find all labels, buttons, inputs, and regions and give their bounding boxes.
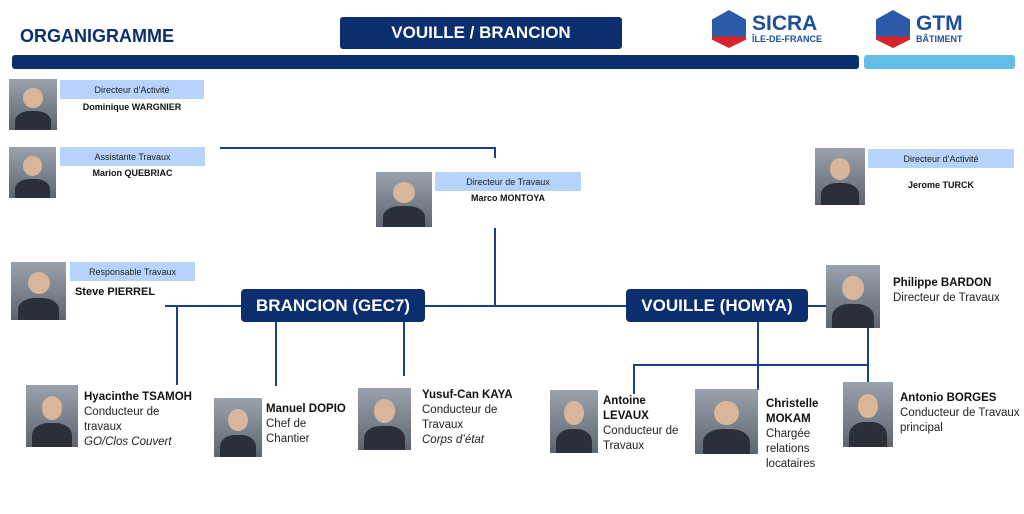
- logo-name: GTM: [916, 12, 963, 35]
- photo-wargnier: [9, 79, 57, 130]
- connector: [176, 305, 178, 385]
- connector: [633, 364, 869, 366]
- page-title: ORGANIGRAMME: [20, 26, 174, 46]
- person-name: Dominique WARGNIER: [82, 102, 182, 112]
- role-label: Directeur d’Activité: [60, 80, 204, 99]
- unit-vouille: VOUILLE (HOMYA): [626, 289, 808, 322]
- logo-sub: BÂTIMENT: [916, 34, 963, 44]
- role-label: Assistante Travaux: [60, 147, 205, 166]
- person-card: Antonio BORGES Conducteur de Travaux prin…: [900, 391, 1022, 436]
- photo-mokam: [695, 389, 758, 454]
- role-label: Responsable Travaux: [70, 262, 195, 281]
- person-name: Antonio BORGES: [900, 392, 997, 404]
- photo-turck: [815, 148, 865, 205]
- connector: [403, 320, 405, 376]
- photo-tsamoh: [26, 385, 78, 447]
- photo-bardon: [826, 265, 880, 328]
- header-bar-light: [864, 55, 1015, 69]
- person-name: Yusuf-Can KAYA: [422, 389, 513, 401]
- person-name: Marion QUEBRIAC: [92, 168, 173, 178]
- connector: [220, 147, 496, 149]
- person-name: Manuel DOPIO: [266, 403, 346, 415]
- sicra-hex-icon: [712, 10, 746, 48]
- person-title: Conducteur de Travaux principal: [900, 407, 1020, 434]
- person-name: Hyacinthe TSAMOH: [84, 391, 192, 403]
- person-name: Antoine LEVAUX: [603, 395, 649, 422]
- person-card: Christelle MOKAM Chargée relations locata…: [766, 397, 831, 472]
- person-card-bardon: Philippe BARDON Directeur de Travaux: [893, 276, 1018, 306]
- connector: [867, 328, 869, 383]
- project-banner: VOUILLE / BRANCION: [340, 17, 622, 49]
- unit-brancion: BRANCION (GEC7): [241, 289, 425, 322]
- person-note: Corps d’état: [422, 434, 485, 446]
- person-name: Philippe BARDON: [893, 277, 992, 289]
- gtm-hex-icon: [876, 10, 910, 48]
- person-name: Christelle MOKAM: [766, 398, 819, 425]
- photo-kaya: [358, 388, 411, 450]
- person-name: Steve PIERREL: [74, 286, 156, 298]
- photo-levaux: [550, 390, 598, 453]
- connector: [633, 364, 635, 394]
- person-card: Manuel DOPIO Chef de Chantier: [266, 402, 356, 447]
- person-title: Chargée relations locataires: [766, 428, 816, 470]
- person-name: Jerome TURCK: [907, 180, 974, 190]
- person-title: Chef de Chantier: [266, 418, 310, 445]
- person-card: Antoine LEVAUX Conducteur de Travaux: [603, 394, 688, 454]
- logo-name: SICRA: [752, 12, 818, 35]
- person-name: Marco MONTOYA: [470, 193, 546, 203]
- connector: [275, 320, 277, 386]
- role-label: Directeur d’Activité: [868, 149, 1014, 168]
- role-label: Directeur de Travaux: [435, 172, 581, 191]
- logo-sub: ÎLE-DE-FRANCE: [752, 34, 822, 44]
- person-title: Conducteur de Travaux: [603, 425, 679, 452]
- photo-borges: [843, 382, 893, 447]
- connector: [757, 320, 759, 390]
- connector: [165, 305, 826, 307]
- person-title: Conducteur de travaux: [84, 406, 160, 433]
- person-title: Directeur de Travaux: [893, 292, 1000, 304]
- photo-montoya: [376, 172, 432, 227]
- person-note: GO/Clos Couvert: [84, 436, 172, 448]
- photo-quebriac: [9, 147, 56, 198]
- connector: [494, 228, 496, 306]
- photo-dopio: [214, 398, 262, 457]
- person-title: Conducteur de Travaux: [422, 404, 498, 431]
- header-bar-navy: [12, 55, 859, 69]
- photo-pierrel: [11, 262, 66, 320]
- connector: [494, 147, 496, 158]
